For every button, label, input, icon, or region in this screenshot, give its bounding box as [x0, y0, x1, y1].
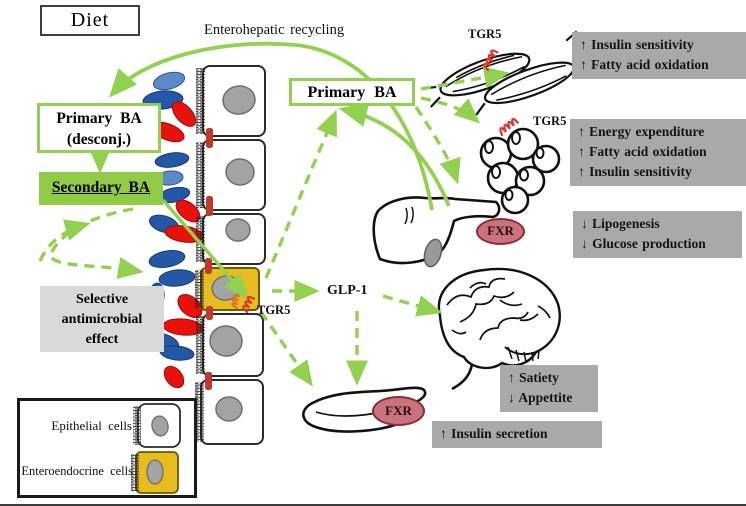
tgr5-squiggle-adipose [499, 117, 519, 137]
arrow-secondary-ba-to-cell [161, 198, 249, 300]
legend-epithelial-label: Epithelial cells [51, 418, 132, 433]
adipose-effect-3: ↑ Insulin sensitivity [578, 164, 692, 179]
brain-effects-box: ↑ Satiety ↓ Appettite [500, 365, 598, 412]
tgr5-squiggle-intestine-b [242, 295, 256, 314]
tgr5-intestine-label: TGR5 [257, 303, 291, 317]
adipose-illustration [479, 127, 561, 215]
liver-effect-1: ↓ Lipogenesis [581, 216, 660, 231]
selective-line1: Selective [75, 292, 129, 307]
primary-ba-desconj-line2: (desconj.) [66, 131, 132, 148]
muscle-effect-2: ↑ Fatty acid oxidation [580, 57, 709, 72]
tgr5-squiggle-intestine-a [231, 294, 241, 310]
tgr5-squiggle-muscle [483, 49, 499, 72]
brain-effect-1: ↑ Satiety [508, 370, 559, 385]
liver-effect-2: ↓ Glucose production [581, 236, 706, 251]
muscle-effects-box: ↑ Insulin sensitivity ↑ Fatty acid oxida… [572, 32, 746, 79]
microvilli [195, 68, 205, 442]
arrow-primary-ba-to-adipose [420, 96, 481, 124]
muscle-effect-1: ↑ Insulin sensitivity [580, 37, 694, 52]
figure-bottom-border [0, 504, 746, 506]
liver-illustration [372, 196, 501, 268]
arrows [38, 41, 510, 387]
pancreas-effects-box: ↑ Insulin secretion [432, 421, 602, 448]
arrow-primary-ba-to-liver [414, 106, 461, 185]
secondary-ba-box: Secondary BA [39, 172, 163, 205]
selective-line2: antimicrobial [61, 312, 143, 327]
muscle-illustration [421, 30, 589, 116]
primary-ba-box: Primary BA [289, 78, 415, 106]
liver-effects-box: ↓ Lipogenesis ↓ Glucose production [573, 211, 742, 258]
adipose-effects-box: ↑ Energy expenditure ↑ Fatty acid oxidat… [570, 119, 746, 186]
selective-line3: effect [85, 332, 119, 347]
receptor-squiggles [231, 49, 519, 314]
arrow-antimicrobial-loop [48, 207, 144, 279]
fxr-liver-badge: FXR [476, 218, 525, 245]
arrow-enterohepatic-arc [108, 41, 434, 211]
arrow-primary-ba-to-muscle [420, 66, 510, 91]
legend-icons [131, 403, 181, 494]
secondary-ba-label: Secondary BA [51, 179, 151, 196]
fxr-pancreas-badge: FXR [372, 396, 425, 426]
glp1-label: GLP-1 [327, 283, 368, 298]
arrow-liver-to-primary-ba [338, 102, 451, 207]
arrow-glp1-to-brain [382, 294, 443, 317]
brain-illustration [437, 267, 561, 391]
arrow-antimicrobial-return [38, 219, 91, 262]
tight-junctions [205, 128, 213, 390]
legend-box [17, 398, 197, 498]
legend-enteroendocrine-label: Enteroendocrine cells [21, 464, 133, 478]
enterohepatic-recycling-label: Enterohepatic recycling [204, 22, 345, 38]
adipose-effect-2: ↑ Fatty acid oxidation [578, 144, 707, 159]
adipose-effect-1: ↑ Energy expenditure [578, 124, 705, 139]
tgr5-muscle-label: TGR5 [468, 27, 502, 41]
gallbladder [423, 238, 443, 268]
primary-ba-desconj-box: Primary BA (desconj.) [37, 103, 161, 153]
arrow-cell-to-pancreas [259, 311, 313, 387]
selective-antimicrobial-box: Selective antimicrobial effect [40, 286, 164, 352]
primary-ba-desconj-line1: Primary BA [56, 110, 142, 127]
brain-effect-2: ↓ Appettite [508, 390, 573, 405]
arrow-intestine-to-primary-ba [264, 109, 337, 279]
tgr5-adipose-label: TGR5 [533, 114, 567, 128]
epithelium-illustration [195, 65, 266, 445]
diet-box: Diet [40, 5, 140, 36]
pancreas-effect-1: ↑ Insulin secretion [440, 426, 548, 441]
